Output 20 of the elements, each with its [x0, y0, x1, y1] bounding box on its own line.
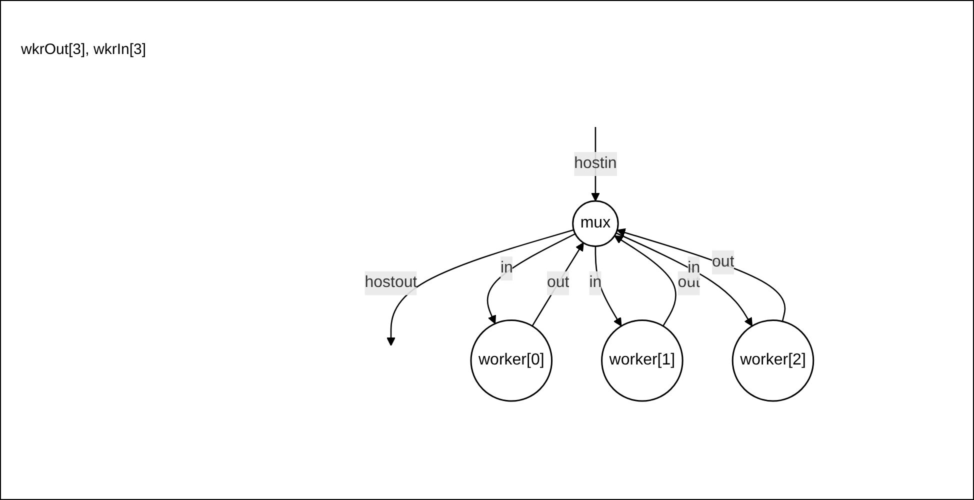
edge-label: in: [500, 259, 513, 276]
edge-label: hostin: [574, 154, 617, 172]
edge-label: in: [589, 274, 602, 292]
edge-label: out: [678, 274, 700, 292]
arrow: [486, 233, 576, 324]
arrow: [594, 246, 622, 326]
node-circle: worker[2]: [732, 319, 814, 402]
edge-label: hostout: [364, 274, 418, 292]
arrow: [616, 228, 786, 322]
arrow: [386, 229, 574, 346]
node-circle: mux: [572, 200, 619, 247]
node-circle: worker[1]: [600, 319, 684, 402]
node-circle: worker[0]: [470, 319, 552, 402]
arrow: [532, 242, 584, 326]
port-label: wkrOut[3], wkrIn[3]: [21, 41, 148, 58]
arrow: [616, 232, 752, 326]
edge-label: in: [687, 259, 700, 276]
arrow: [614, 235, 676, 326]
edge-label: out: [712, 253, 734, 270]
edge-label: out: [546, 274, 570, 292]
